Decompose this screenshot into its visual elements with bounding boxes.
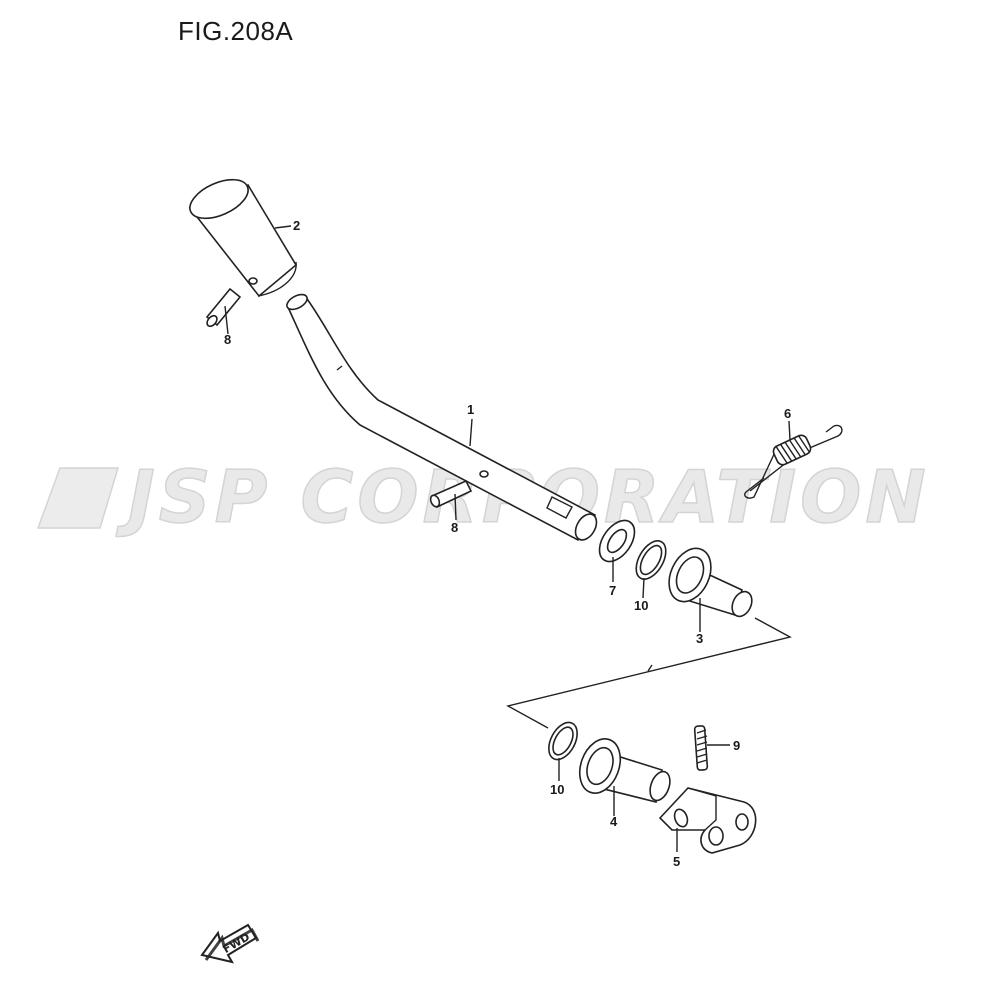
figure-title: FIG.208A: [178, 16, 294, 46]
fwd-arrow-icon: FWD: [200, 923, 260, 964]
callout-8-upper: 8: [224, 332, 231, 347]
callout-5: 5: [673, 854, 680, 869]
part-8-pin-lower: [429, 479, 473, 509]
callout-10-lower: 10: [550, 782, 564, 797]
part-6-spring: [744, 424, 843, 499]
part-7-washer: [598, 519, 636, 563]
part-10-ring-upper: [635, 540, 667, 580]
callout-6: 6: [784, 406, 791, 421]
callout-1: 1: [467, 402, 474, 417]
callouts: 2 8 1 8 6 7 10 3 9 10 4 5: [224, 218, 791, 869]
watermark-logo: [36, 467, 120, 529]
part-2-grip: [188, 178, 298, 298]
part-3-bushing: [668, 547, 753, 618]
part-10-ring-lower: [548, 721, 578, 761]
callout-10-upper: 10: [634, 598, 648, 613]
callout-4: 4: [610, 814, 618, 829]
break-mark: [647, 664, 653, 672]
part-4-bushing: [578, 738, 671, 803]
continuation-line: [506, 617, 792, 729]
callout-2: 2: [293, 218, 300, 233]
part-5-bracket: [658, 787, 757, 854]
callout-8-lower: 8: [451, 520, 458, 535]
leader-lines: [224, 225, 791, 852]
part-9-pin: [693, 725, 709, 771]
callout-7: 7: [609, 583, 616, 598]
callout-9: 9: [733, 738, 740, 753]
part-1-lever-tube: [285, 293, 598, 542]
part-8-pin-upper: [205, 287, 242, 328]
callout-3: 3: [696, 631, 703, 646]
